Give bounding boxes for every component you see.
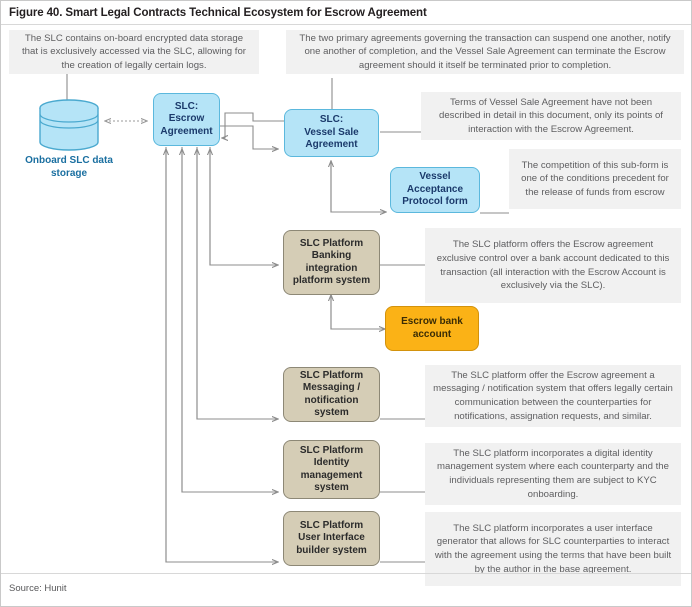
note-vessel-acceptance: The competition of this sub-form is one … (509, 149, 681, 209)
node-line: Identity (313, 457, 350, 468)
node-slc-vessel-sale-agreement[interactable]: SLC: Vessel Sale Agreement (284, 109, 379, 157)
node-line: Protocol form (402, 196, 468, 208)
node-slc-platform-identity[interactable]: SLC Platform Identity management system (283, 440, 380, 499)
node-line: account (412, 328, 452, 340)
database-cylinder-icon (39, 99, 99, 151)
note-banking: The SLC platform offers the Escrow agree… (425, 228, 681, 303)
node-line: SLC Platform (299, 237, 364, 249)
node-slc-escrow-agreement[interactable]: SLC: Escrow Agreement (153, 93, 220, 146)
node-line: management (300, 469, 363, 481)
node-line: Acceptance (406, 183, 464, 195)
note-agreements: The two primary agreements governing the… (286, 30, 684, 74)
node-slc-platform-messaging[interactable]: SLC Platform Messaging / notification sy… (283, 367, 380, 422)
node-line: Escrow bank (401, 316, 463, 327)
node-line: notification (304, 394, 359, 406)
node-line: integration (305, 262, 358, 274)
note-storage: The SLC contains on-board encrypted data… (9, 30, 259, 74)
node-line: Banking (311, 250, 352, 261)
node-line: Agreement (160, 125, 213, 137)
node-line: Escrow (168, 113, 205, 125)
node-escrow-bank-account[interactable]: Escrow bank account (385, 306, 479, 351)
page-title: Figure 40. Smart Legal Contracts Technic… (9, 7, 427, 19)
title-divider (1, 24, 691, 25)
node-line: Agreement (305, 139, 358, 151)
node-line: builder system (296, 544, 367, 556)
storage-label-line2: data storage (50, 155, 113, 179)
note-identity: The SLC platform incorporates a digital … (425, 443, 681, 505)
node-slc-platform-ui-builder[interactable]: SLC Platform User Interface builder syst… (283, 511, 380, 566)
node-line: SLC: (174, 100, 199, 112)
note-vessel-sale: Terms of Vessel Sale Agreement have not … (421, 92, 681, 140)
node-line: system (314, 407, 349, 418)
node-line: SLC Platform (299, 369, 364, 381)
diagram-canvas: The SLC contains on-board encrypted data… (1, 25, 691, 586)
node-line: Messaging / (302, 382, 361, 393)
node-line: Vessel (419, 171, 451, 183)
node-line: User Interface (298, 532, 365, 544)
storage-label-line1: Onboard SLC (25, 155, 90, 166)
node-slc-platform-banking-integration[interactable]: SLC Platform Banking integration platfor… (283, 230, 380, 295)
source-divider (1, 573, 691, 574)
source-label: Source: Hunit (9, 583, 67, 594)
node-vessel-acceptance-protocol-form[interactable]: Vessel Acceptance Protocol form (390, 167, 480, 213)
note-ui-builder: The SLC platform incorporates a user int… (425, 512, 681, 586)
node-line: SLC Platform (299, 519, 364, 531)
node-line: platform system (292, 275, 371, 286)
storage-label: Onboard SLC data storage (15, 154, 123, 180)
node-line: SLC: (319, 114, 344, 126)
node-line: Vessel Sale (304, 126, 359, 138)
note-messaging: The SLC platform offer the Escrow agreem… (425, 365, 681, 427)
node-line: system (314, 482, 349, 493)
node-line: SLC Platform (299, 444, 364, 456)
